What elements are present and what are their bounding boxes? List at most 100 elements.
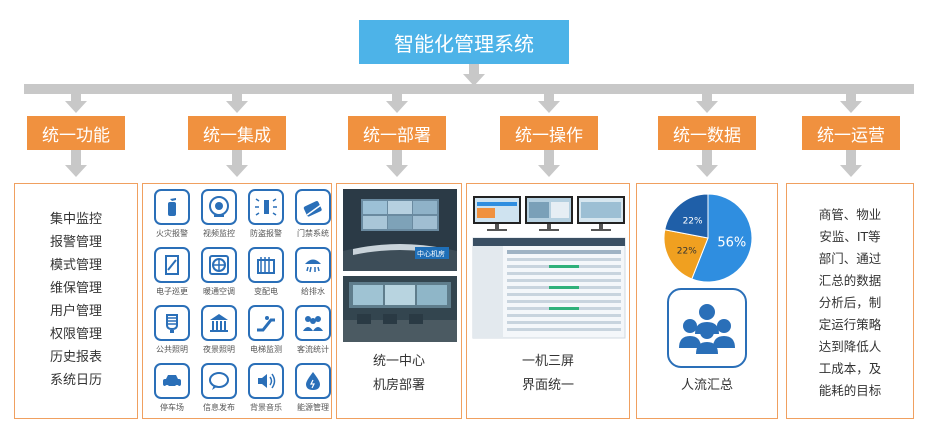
category-connector: [71, 94, 81, 102]
text-line: 工成本，及: [818, 361, 882, 376]
control-room-photo: [343, 189, 457, 271]
integration-label: 给排水: [301, 287, 325, 296]
integration-item: 暖通空调: [196, 247, 242, 303]
camera-icon: [201, 189, 237, 225]
panel-connector: [846, 150, 856, 166]
list-item: 权限管理: [49, 327, 102, 342]
panel-arrow: [840, 165, 862, 177]
category-label: 统一部署: [348, 116, 446, 150]
category-connector: [392, 94, 402, 102]
panel-connector: [71, 150, 81, 166]
panel-arrow: [65, 165, 87, 177]
patrol-icon: [154, 247, 190, 283]
shower-icon: [295, 247, 331, 283]
integration-label: 防盗报警: [250, 229, 282, 238]
fan-icon: [201, 247, 237, 283]
people-group-icon: [679, 304, 735, 354]
integration-item: 电子巡更: [149, 247, 195, 303]
panel-functions: 集中监控 报警管理 模式管理 维保管理 用户管理 权限管理 历史报表 系统日历: [14, 183, 138, 419]
panel-operation: 一机三屏 界面统一: [466, 183, 630, 419]
integration-item: 给排水: [290, 247, 336, 303]
caption-line: 统一中心: [372, 354, 425, 369]
integration-label: 视频监控: [203, 229, 235, 238]
panel-connector: [392, 150, 402, 166]
integration-icon-grid: 火灾报警 视频监控 防盗报警 门禁系统电子巡更 暖通空调变配电给排水公共照明夜景照明电梯…: [149, 189, 336, 419]
pie-slice-label: 22%: [677, 247, 697, 257]
pie-slice: [691, 193, 753, 283]
text-line: 汇总的数据: [818, 273, 882, 288]
panel-connector: [702, 150, 712, 166]
panel-connector: [544, 150, 554, 166]
integration-item: 信息发布: [196, 363, 242, 419]
panel-deployment: 中心机房 统一中心 机房部署: [336, 183, 462, 419]
integration-label: 电子巡更: [156, 287, 188, 296]
access-card-icon: [295, 189, 331, 225]
caption-line: 一机三屏: [521, 354, 574, 369]
category-arrow: [538, 101, 560, 113]
panel-data: 56%22%22% 人流汇总: [636, 183, 778, 419]
speaker-icon: [248, 363, 284, 399]
integration-label: 火灾报警: [156, 229, 188, 238]
list-item: 历史报表: [49, 350, 102, 365]
category-connector: [232, 94, 242, 102]
integration-item: 防盗报警: [243, 189, 289, 245]
integration-label: 信息发布: [203, 403, 235, 412]
integration-item: 背景音乐: [243, 363, 289, 419]
integration-item: 火灾报警: [149, 189, 195, 245]
text-line: 部门、通过: [818, 251, 882, 266]
category-label: 统一集成: [188, 116, 286, 150]
text-line: 分析后，制: [818, 295, 882, 310]
integration-label: 暖通空调: [203, 287, 235, 296]
panel-operations: 商管、物业 安监、IT等 部门、通过 汇总的数据 分析后，制 定运行策略 达到降…: [786, 183, 914, 419]
integration-item: 公共照明: [149, 305, 195, 361]
panel-arrow: [226, 165, 248, 177]
car-icon: [154, 363, 190, 399]
text-line: 达到降低人: [818, 339, 882, 354]
list-item: 集中监控: [49, 212, 102, 227]
category-arrow: [226, 101, 248, 113]
transformer-icon: [248, 247, 284, 283]
list-item: 系统日历: [49, 373, 102, 388]
integration-item: 变配电: [243, 247, 289, 303]
photo-label: 中心机房: [417, 250, 445, 258]
people-icon: [295, 305, 331, 341]
pie-slice-label: 56%: [717, 236, 746, 251]
pie-chart: 56% 22% 22%: [663, 193, 753, 283]
category-connector: [544, 94, 554, 102]
function-list: 集中监控 报警管理 模式管理 维保管理 用户管理 权限管理 历史报表 系统日历: [15, 208, 137, 392]
list-item: 用户管理: [49, 304, 102, 319]
list-item: 模式管理: [49, 258, 102, 273]
integration-label: 能源管理: [297, 403, 329, 412]
panel-arrow: [538, 165, 560, 177]
category-label: 统一数据: [658, 116, 756, 150]
building-light-icon: [201, 305, 237, 341]
integration-label: 停车场: [160, 403, 184, 412]
operations-text: 商管、物业 安监、IT等 部门、通过 汇总的数据 分析后，制 定运行策略 达到降…: [787, 204, 913, 402]
caption-line: 界面统一: [521, 378, 574, 393]
integration-label: 门禁系统: [297, 229, 329, 238]
panel-arrow: [386, 165, 408, 177]
pie-slice: [664, 193, 709, 239]
list-item: 报警管理: [49, 235, 102, 250]
integration-label: 夜景照明: [203, 345, 235, 354]
panel-connector: [232, 150, 242, 166]
operation-caption: 一机三屏 界面统一: [467, 350, 629, 398]
category-connector: [702, 94, 712, 102]
category-arrow: [840, 101, 862, 113]
pie-slice-label: 22%: [683, 216, 703, 226]
category-label: 统一功能: [27, 116, 125, 150]
integration-item: 停车场: [149, 363, 195, 419]
integration-item: 电梯监测: [243, 305, 289, 361]
caption-line: 机房部署: [372, 378, 425, 393]
list-item: 维保管理: [49, 281, 102, 296]
panel-integration: 火灾报警 视频监控 防盗报警 门禁系统电子巡更 暖通空调变配电给排水公共照明夜景照明电梯…: [142, 183, 332, 419]
integration-item: 视频监控: [196, 189, 242, 245]
integration-label: 客流统计: [297, 345, 329, 354]
escalator-icon: [248, 305, 284, 341]
system-title: 智能化管理系统: [359, 20, 569, 64]
text-line: 定运行策略: [818, 317, 882, 332]
integration-item: 夜景照明: [196, 305, 242, 361]
water-drop-icon: [295, 363, 331, 399]
integration-item: 门禁系统: [290, 189, 336, 245]
alarm-icon: [248, 189, 284, 225]
